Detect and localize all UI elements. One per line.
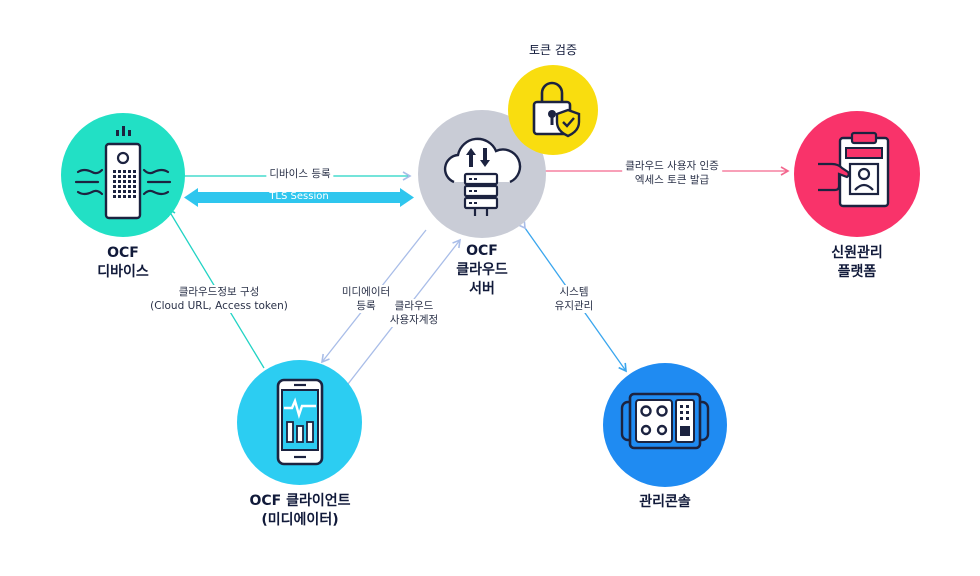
edge-label-system: 시스템 유지관리 [551, 285, 597, 313]
console-label: 관리콘솔 [639, 494, 691, 510]
lock-shield-icon [532, 81, 581, 138]
edge-label-tls: TLS Session [269, 191, 329, 202]
edge-label-cloud-account: 클라우드 사용자계정 [386, 299, 442, 327]
edge-label-device-register: 디바이스 등록 [266, 167, 334, 181]
smartphone-icon [276, 378, 324, 466]
token-label: 토큰 검증 [529, 43, 577, 57]
client-label: OCF 클라이언트 (미디에이터) [249, 493, 351, 528]
console-panel-icon [620, 392, 710, 450]
speaker-device-icon [74, 126, 172, 220]
device-label: OCF 디바이스 [97, 245, 149, 280]
edge-label-auth: 클라우드 사용자 인증 엑세스 토큰 발급 [622, 159, 722, 187]
edge-label-mediator-register: 미디에이터 등록 [338, 285, 394, 313]
platform-label: 신원관리 플랫폼 [831, 245, 883, 280]
edge-label-cloud-config: 클라우드정보 구성 (Cloud URL, Access token) [147, 285, 291, 313]
id-clipboard-icon [818, 131, 890, 208]
edge-tls-session [184, 188, 414, 207]
server-label: OCF 클라우드 서버 [456, 243, 508, 297]
cloud-server-icon [443, 137, 522, 216]
